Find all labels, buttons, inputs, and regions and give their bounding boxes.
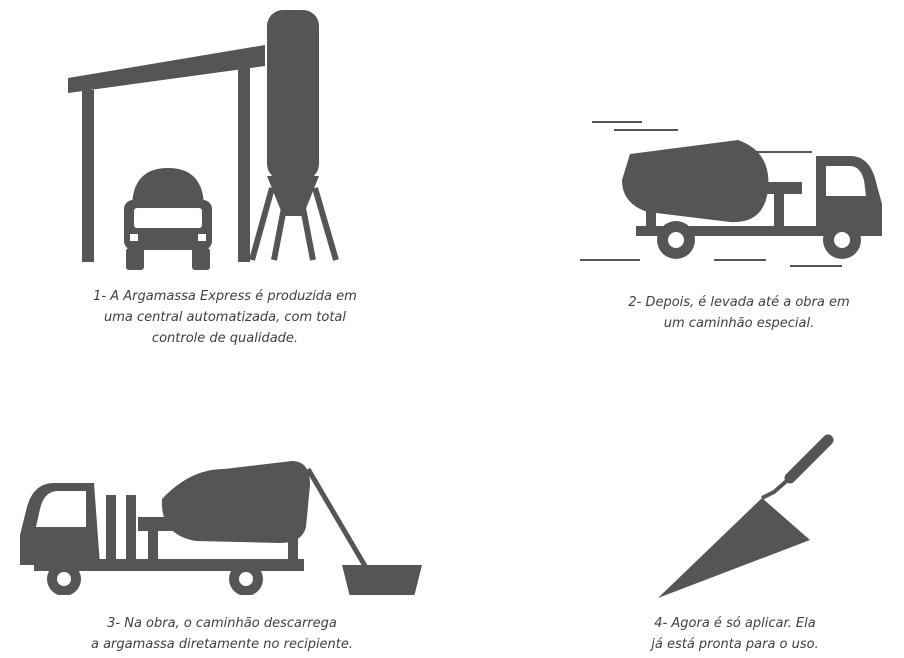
trowel-icon xyxy=(658,434,834,598)
factory-plant-icon xyxy=(68,10,339,270)
step-4-caption: 4- Agora é só aplicar. Ela já está pront… xyxy=(651,616,819,652)
step-1-caption: 1- A Argamassa Express é produzida em um… xyxy=(93,289,357,346)
truck-unloading-icon xyxy=(20,461,422,595)
step-3-caption: 3- Na obra, o caminhão descarrega a arga… xyxy=(90,616,354,652)
mixer-truck-icon xyxy=(580,121,882,267)
step-2-caption: 2- Depois, é levada até a obra em um cam… xyxy=(628,295,850,331)
